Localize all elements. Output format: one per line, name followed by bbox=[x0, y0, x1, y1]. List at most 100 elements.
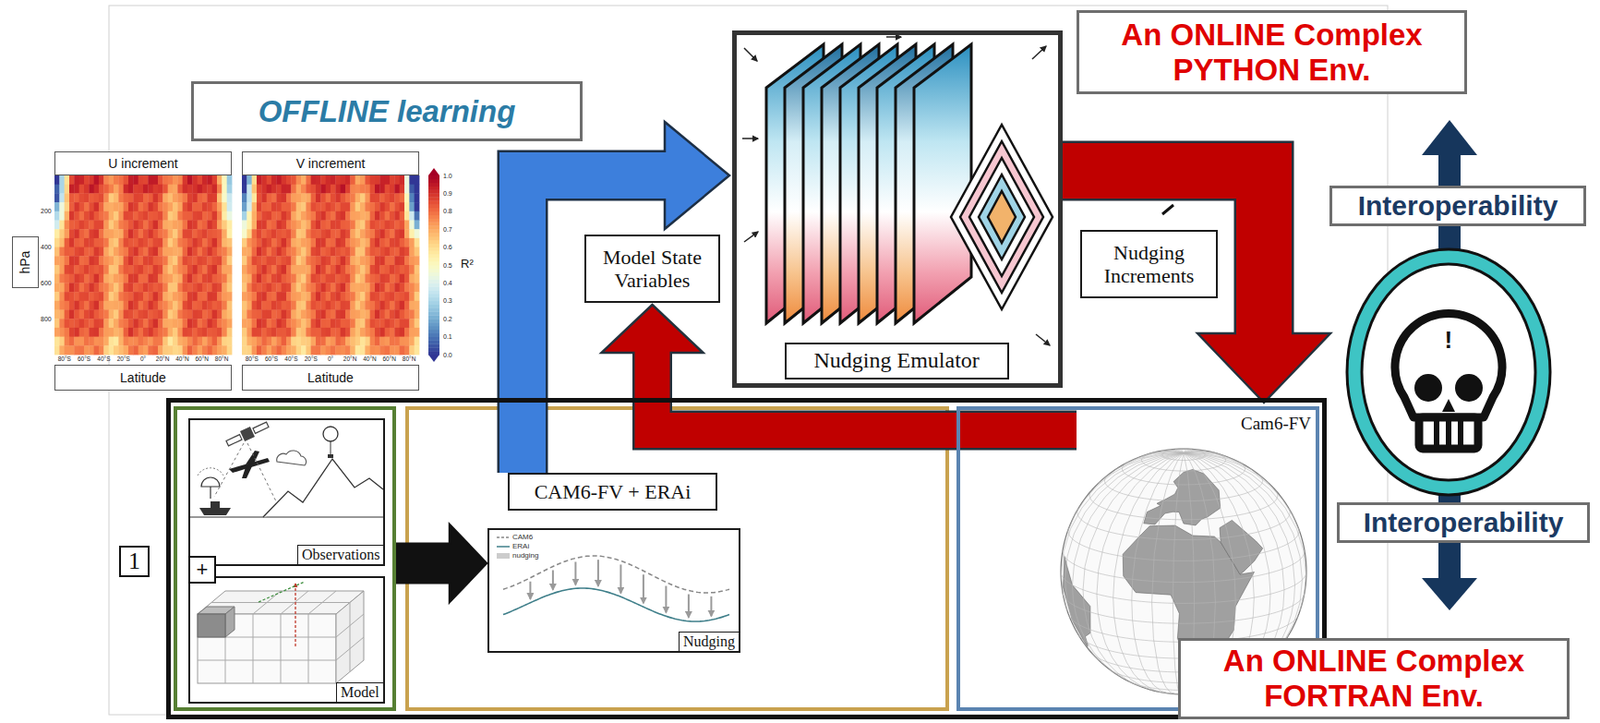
legend-line-part bbox=[496, 536, 510, 539]
heatmap-part bbox=[276, 247, 282, 257]
node-text: + bbox=[188, 555, 217, 584]
heatmap-part bbox=[216, 238, 223, 248]
heatmap-part bbox=[315, 192, 322, 203]
heatmap-part bbox=[355, 282, 361, 292]
heatmap-part bbox=[404, 202, 410, 212]
heatmap-part bbox=[384, 264, 391, 275]
axis-label-box: Latitude bbox=[54, 364, 232, 391]
heatmap-part bbox=[414, 238, 421, 248]
heatmap-part bbox=[172, 192, 179, 203]
heatmap-part bbox=[123, 228, 130, 239]
heatmap-part bbox=[290, 327, 297, 337]
heatmap-part bbox=[162, 238, 169, 248]
heatmap-part bbox=[266, 264, 273, 275]
heatmap-part bbox=[206, 238, 213, 248]
heatmap-part bbox=[374, 211, 381, 221]
observations-illustration-part bbox=[276, 450, 307, 466]
heatmap-part bbox=[325, 175, 332, 185]
heatmap-part bbox=[221, 247, 228, 257]
axis-tick: 800 bbox=[40, 315, 52, 323]
heatmap-part bbox=[266, 336, 273, 347]
heatmap-part bbox=[276, 310, 282, 320]
heatmap-part bbox=[108, 220, 115, 230]
heatmap-part bbox=[206, 291, 213, 301]
heatmap-part bbox=[364, 228, 371, 239]
heatmap-part bbox=[157, 318, 164, 328]
heatmap-part bbox=[54, 255, 61, 265]
heatmap-part bbox=[168, 327, 174, 337]
heatmap-part bbox=[335, 274, 341, 284]
heatmap-part bbox=[79, 336, 85, 347]
heatmap-part bbox=[276, 211, 282, 221]
heatmap-part bbox=[246, 264, 253, 275]
heatmap-part bbox=[340, 202, 347, 212]
heatmap-part bbox=[216, 202, 223, 212]
heatmap-part bbox=[340, 247, 347, 257]
heatmap-part bbox=[315, 282, 322, 292]
heatmap-part bbox=[325, 274, 332, 284]
heatmap-part bbox=[300, 336, 307, 347]
heatmap-part bbox=[379, 327, 385, 337]
heatmap-part bbox=[360, 192, 366, 203]
heatmap-part bbox=[261, 300, 267, 311]
heatmap-part bbox=[349, 211, 356, 221]
heatmap-part bbox=[64, 300, 71, 311]
heatmap-part bbox=[103, 184, 109, 194]
colorbar-part bbox=[428, 211, 440, 216]
heatmap-part bbox=[256, 202, 263, 212]
heatmap-part bbox=[182, 202, 189, 212]
heatmap-part bbox=[404, 336, 410, 347]
heatmap-part bbox=[143, 192, 149, 203]
heatmap-part bbox=[84, 282, 90, 292]
heatmap-part bbox=[261, 192, 267, 203]
heatmap-part bbox=[384, 345, 391, 355]
heatmap-part bbox=[286, 327, 292, 337]
heatmap-part bbox=[138, 228, 145, 239]
heatmap-part bbox=[360, 274, 366, 284]
heatmap-part bbox=[241, 192, 248, 203]
heatmap-part bbox=[202, 336, 208, 347]
heatmap-part bbox=[311, 202, 317, 212]
heatmap-part bbox=[212, 220, 218, 230]
heatmap-part bbox=[409, 336, 415, 347]
heatmap-part bbox=[360, 318, 366, 328]
heatmap-part bbox=[79, 345, 85, 355]
heatmap-part bbox=[266, 220, 273, 230]
heatmap-part bbox=[340, 291, 347, 301]
heatmap-part bbox=[187, 220, 193, 230]
heatmap-part bbox=[409, 264, 415, 275]
heatmap-part bbox=[252, 274, 258, 284]
heatmap-part bbox=[389, 228, 396, 239]
heatmap-part bbox=[123, 300, 130, 311]
heatmap-part bbox=[84, 264, 90, 275]
heatmap-part bbox=[281, 264, 288, 275]
heatmap-part bbox=[182, 228, 189, 239]
heatmap-part bbox=[296, 175, 302, 185]
heatmap-part bbox=[182, 300, 189, 311]
heatmap-part bbox=[54, 318, 61, 328]
heatmap-part bbox=[212, 202, 218, 212]
heatmap-part bbox=[79, 255, 85, 265]
heatmap-part bbox=[261, 202, 267, 212]
heatmap-part bbox=[94, 228, 100, 239]
heatmap-part bbox=[276, 274, 282, 284]
colorbar-part bbox=[428, 304, 440, 309]
heatmap-part bbox=[123, 192, 130, 203]
heatmap-part bbox=[138, 247, 145, 257]
heatmap-part bbox=[168, 274, 174, 284]
heatmap-part bbox=[216, 247, 223, 257]
heatmap-part bbox=[84, 247, 90, 257]
heatmap-part bbox=[73, 192, 80, 203]
heatmap-part bbox=[192, 274, 198, 284]
heatmap-part bbox=[374, 247, 381, 257]
heatmap-part bbox=[138, 327, 145, 337]
heatmap-part bbox=[187, 238, 193, 248]
heatmap-part bbox=[330, 238, 337, 248]
heatmap-part bbox=[153, 300, 159, 311]
heatmap-part bbox=[147, 175, 154, 185]
heatmap-part bbox=[157, 345, 164, 355]
heatmap-part bbox=[325, 264, 332, 275]
heatmap-part bbox=[311, 264, 317, 275]
axis-tick: 20°N bbox=[156, 356, 170, 363]
heatmap-part bbox=[118, 291, 124, 301]
